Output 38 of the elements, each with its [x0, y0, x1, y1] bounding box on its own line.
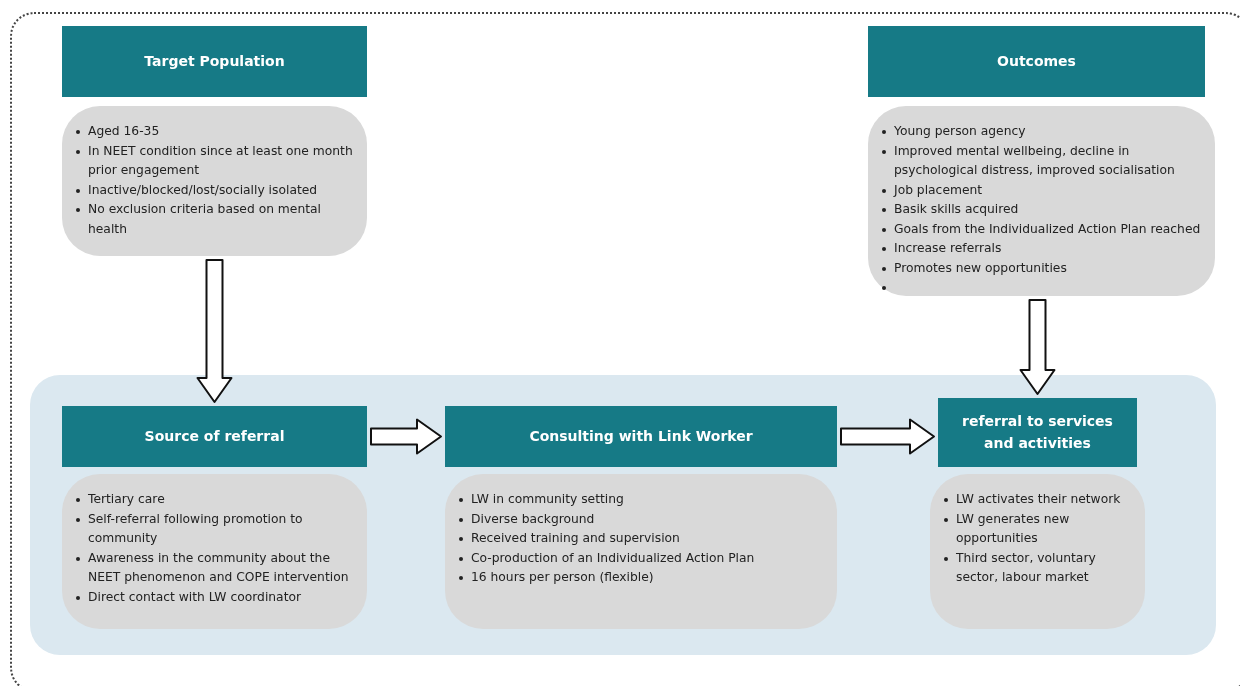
bullet-item: Inactive/blocked/lost/socially isolated: [88, 182, 318, 197]
section-header: Outcomes: [868, 26, 1205, 97]
section-header: Consulting with Link Worker: [445, 406, 837, 467]
block-arrow: [1019, 299, 1056, 395]
section-header: referral to services and activities: [938, 398, 1137, 467]
bullet-item: Tertiary care: [88, 492, 165, 506]
bullet-item: No exclusion criteria based on mental health: [88, 202, 321, 236]
block-arrow: [840, 418, 935, 455]
bullet-item: LW generates new opportunities: [956, 511, 1070, 545]
bullet-item: Direct contact with LW coordinator: [88, 589, 302, 604]
block-arrow: [196, 259, 233, 403]
bullet-item: Basik skills acquired: [894, 202, 1019, 216]
bullet-item: Awareness in the community about the NEET phenomenon and COPE intervention: [88, 550, 349, 584]
bullet-list-card: [62, 106, 367, 256]
bullet-list-card: [62, 474, 367, 629]
section-header: Source of referral: [62, 406, 367, 467]
bullet-item: Young person agency: [894, 124, 1026, 138]
bullet-item: Job placement: [894, 182, 983, 197]
bullet-item: Diverse background: [471, 511, 595, 526]
bullet-item: LW activates their network: [956, 492, 1121, 506]
bullet-item: Increase referrals: [894, 241, 1002, 255]
bullet-item: Goals from the Individualized Action Plan reached: [894, 221, 1201, 236]
bullet-list-card: [930, 474, 1145, 629]
bullet-item: Self-referral following promotion to community: [88, 511, 303, 545]
bullet-item: Promotes new opportunities: [894, 260, 1067, 275]
bullet-list-card: [868, 106, 1215, 296]
bullet-item: In NEET condition since at least one month prior engagement: [88, 143, 353, 177]
bullet-item: LW in community setting: [471, 492, 624, 506]
bullet-item: Improved mental wellbeing, decline in psychological distress, improved socialisation: [894, 143, 1175, 177]
panel-background: [30, 375, 1216, 655]
bullet-item: Third sector, voluntary sector, labour market: [956, 550, 1096, 584]
bullet-item: Co-production of an Individualized Action Plan: [471, 550, 755, 565]
bullet-list-card: [445, 474, 837, 629]
bullet-item: Received training and supervision: [471, 531, 680, 545]
bullet-item: 16 hours per person (flexible): [471, 570, 654, 584]
section-header: Target Population: [62, 26, 367, 97]
bullet-item: Aged 16-35: [88, 124, 160, 138]
block-arrow: [370, 418, 442, 455]
